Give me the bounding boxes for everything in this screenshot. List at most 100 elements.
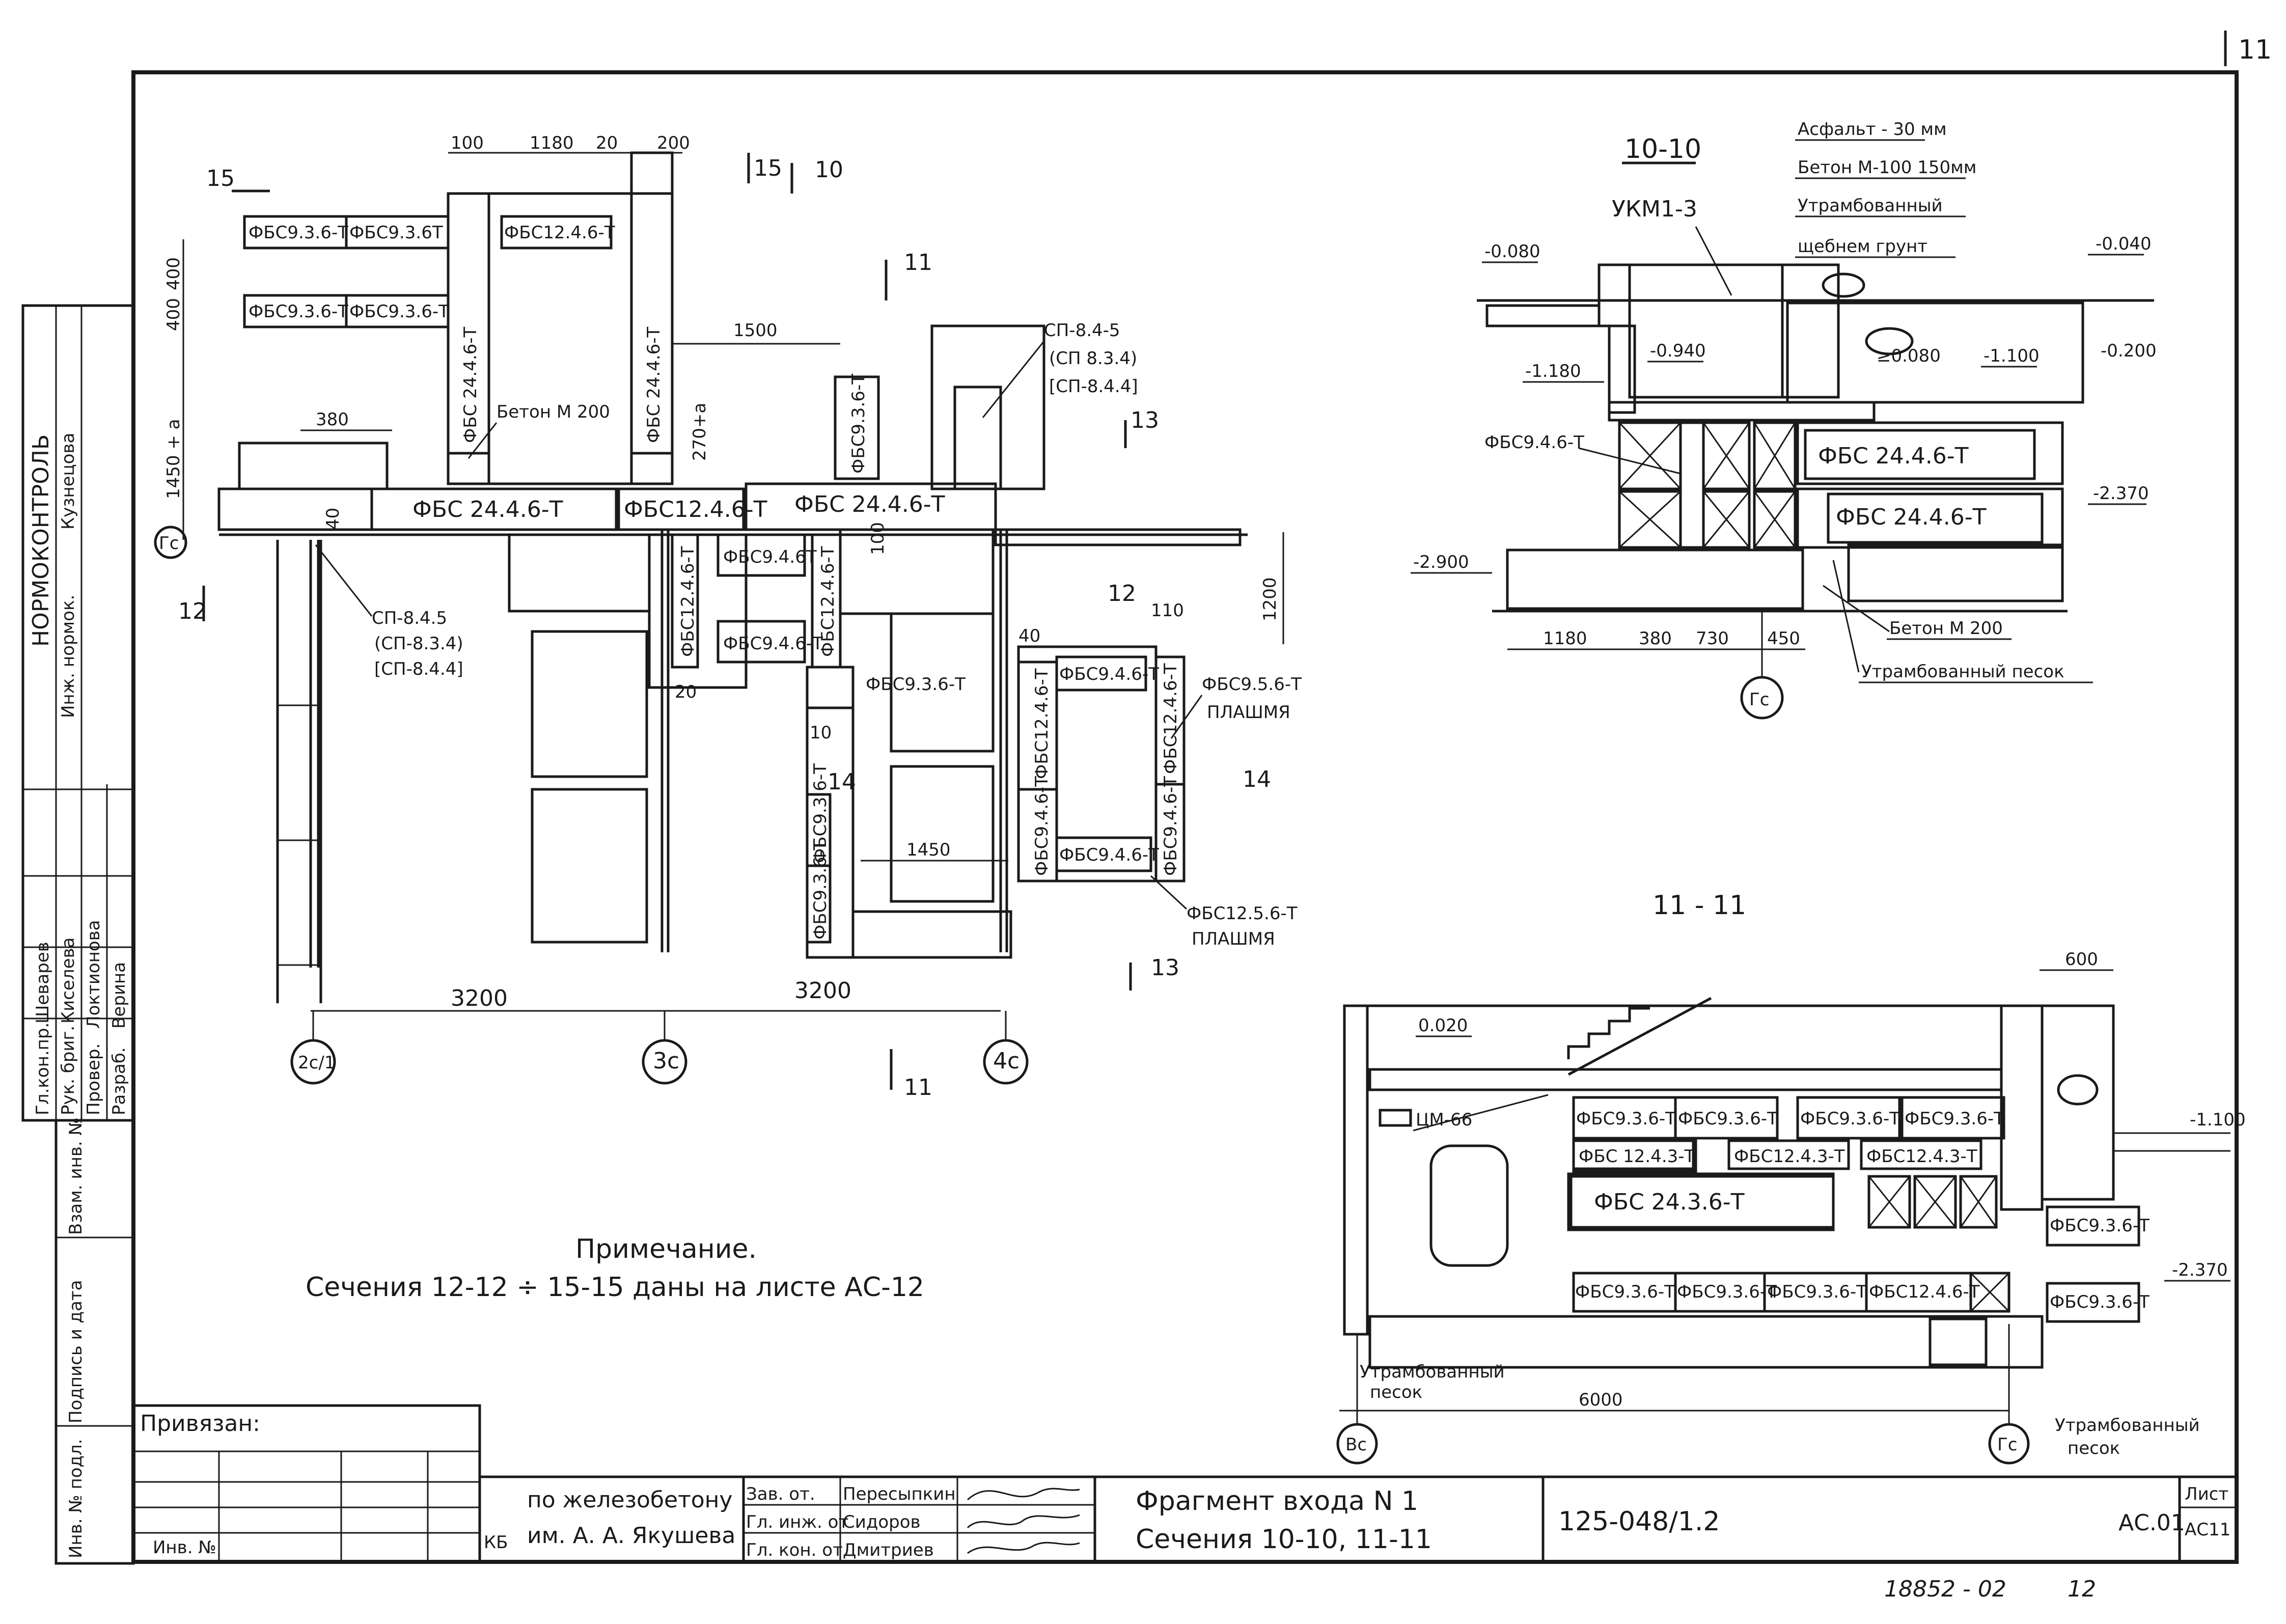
plan-block-label: ФБС12.4.6-Т — [504, 223, 615, 243]
section-block-label: ФБС9.3.6-Т — [1575, 1282, 1675, 1302]
plan-plashmya2-label: ПЛАШМЯ — [1192, 929, 1275, 949]
plan-fbs956-label: ФБС9.5.6-Т — [1202, 674, 1302, 695]
plan-hatch — [447, 452, 490, 485]
section-stair — [1567, 1007, 1650, 1059]
section-block-label: ФБС12.4.3-Т — [1866, 1146, 1977, 1167]
role-name: Пересыпкин — [843, 1484, 956, 1504]
section-block-label: ФБС9.3.6-Т — [2050, 1292, 2150, 1312]
plan-dim: 200 — [657, 133, 690, 153]
plan-dim: 270+а — [690, 403, 710, 461]
plan-dim: 400 — [163, 298, 184, 331]
section-sand-label: песок — [1370, 1382, 1422, 1402]
section-level: -1.100 — [2190, 1110, 2246, 1130]
plan-dim: 1500 — [733, 320, 778, 341]
plan-block-label: ФБС9.4.6-Т — [1161, 776, 1181, 876]
plan-block — [834, 375, 880, 480]
plan-view: ФБС9.3.6-Т ФБС9.3.6Т ФБС12.4.6-Т ФБС9.3.… — [154, 133, 1302, 1100]
note-text: Сечения 12-12 ÷ 15-15 даны на листе АС-1… — [306, 1272, 924, 1303]
section-block-fbs — [1804, 429, 2036, 480]
section-wall — [1343, 1004, 1369, 1336]
plan-sp1-label: СП-8.4-5 — [1044, 320, 1120, 341]
plan-fbs1256-label: ФБС12.5.6-Т — [1187, 903, 1298, 924]
plan-section-mark: 13 — [1131, 407, 1159, 433]
footer-copy: 12 — [2068, 1576, 2096, 1602]
role-label: Гл. кон. от — [746, 1540, 843, 1560]
list-label: Лист — [2185, 1484, 2228, 1504]
section-dim: 730 — [1696, 628, 1729, 649]
section-wall — [2000, 1004, 2044, 1211]
section-level: -0.200 — [2101, 341, 2157, 361]
section-layer: Утрамбованный — [1798, 196, 1943, 216]
section-block-label: ФБС12.4.3-Т — [1734, 1146, 1845, 1167]
section-block-fbs — [1796, 421, 2064, 485]
side-stamp-label: Инв. № подл. — [66, 1439, 86, 1558]
plan-block-label: ФБС9.4.6Т — [723, 547, 817, 567]
section-dim: 380 — [1639, 628, 1672, 649]
side-stamp-name: Локтионова — [84, 920, 104, 1029]
section-level: -1.180 — [1525, 361, 1581, 381]
section-block-label: ФБС 12.4.3-Т — [1579, 1146, 1695, 1167]
side-stamp-label: Рук. бриг. — [58, 1026, 78, 1115]
inv-label: Инв. № — [153, 1537, 216, 1558]
plan-block-label: ФБС12.4.6-Т — [1161, 663, 1181, 774]
section-block-label: ФБС9.3.6-Т — [2050, 1216, 2150, 1236]
side-stamp-heading: НОРМОКОНТРОЛЬ — [28, 434, 54, 647]
section-layer: щебнем грунт — [1798, 236, 1927, 257]
section-level: -2.370 — [2172, 1260, 2228, 1280]
section-block-label: ФБС 24.4.6-Т — [1836, 504, 1987, 530]
side-stamp-name: Верина — [109, 962, 129, 1029]
section-title: 11 - 11 — [1652, 890, 1746, 921]
list-value: АС11 — [2185, 1520, 2230, 1540]
plan-sp2-label: СП-8.4.5 — [372, 608, 447, 628]
section-11-11: 11 - 11 600 0.020 ЦМ-66 ФБС9.3.6-Т ФБС9.… — [1336, 890, 2246, 1465]
plan-dim: 1450 — [906, 840, 951, 860]
section-block-label: ФБС9.3.6-Т — [1678, 1109, 1778, 1129]
side-stamp-label: Подпись и дата — [66, 1280, 86, 1423]
axis-label: 3с — [653, 1048, 679, 1074]
axis-bubble — [154, 526, 187, 559]
section-sand-label: Утрамбованный — [2055, 1415, 2200, 1436]
axis-label: 2с/1 — [298, 1053, 335, 1073]
section-footing — [1506, 548, 1804, 610]
plan-block — [839, 528, 995, 615]
plan-opening — [890, 612, 995, 753]
section-block — [1969, 1272, 2010, 1313]
note-title: Примечание. — [575, 1234, 757, 1264]
section-asphalt — [1485, 304, 1601, 327]
plan-block — [500, 215, 613, 250]
section-block — [2046, 1205, 2140, 1247]
section-block-label: ФБС9.3.6-Т — [1677, 1282, 1777, 1302]
side-stamp-name: Кузнецова — [58, 433, 78, 530]
section-block-grid — [1618, 421, 1797, 549]
section-wall — [1608, 324, 1636, 414]
plan-block-label: ФБС9.3.6-Т — [866, 674, 966, 695]
sheet-code: АС.01 — [2118, 1510, 2185, 1536]
role-name: Дмитриев — [843, 1540, 934, 1560]
section-ukm-block — [1628, 263, 1784, 399]
plan-block-label: ФБС12.4.6-Т — [818, 546, 838, 657]
drawing-title-line1: Фрагмент входа N 1 — [1136, 1486, 1418, 1517]
plan-section-mark: 12 — [1108, 581, 1136, 607]
section-sand-label: Утрамбованный песок — [1861, 662, 2064, 682]
plan-block-label: ФБС 24.4.6-Т — [412, 497, 563, 522]
title-block: Привязан: Инв. № КБ по железобетону им. … — [132, 1404, 2238, 1563]
plan-block — [1055, 836, 1152, 872]
org-line2: им. А. А. Якушева — [527, 1523, 735, 1549]
plan-block-label: ФБС9.3.6-Т — [249, 223, 348, 243]
plan-section-mark: 14 — [828, 769, 856, 795]
section-gravel — [1822, 272, 1865, 298]
org-logo: КБ — [484, 1532, 508, 1553]
section-dim: 1180 — [1543, 628, 1587, 649]
section-block-label: ФБС9.4.6-Т — [1484, 432, 1584, 453]
plan-block — [994, 528, 1242, 546]
plan-block-label: ФБС9.3.6-Т — [249, 301, 348, 322]
section-base — [1608, 401, 1876, 422]
plan-block-label: ФБС9.4.6-Т — [1059, 664, 1159, 684]
page-number-box: 11 — [2224, 31, 2272, 66]
plan-dim: 10 — [810, 723, 832, 743]
plan-block — [238, 442, 389, 490]
role-label: Гл. инж. от — [746, 1512, 848, 1532]
section-block-label: ФБС 24.3.6-Т — [1594, 1189, 1745, 1215]
section-sand-label: Утрамбованный — [1360, 1362, 1505, 1382]
axis-label: Гс — [1749, 690, 1769, 710]
